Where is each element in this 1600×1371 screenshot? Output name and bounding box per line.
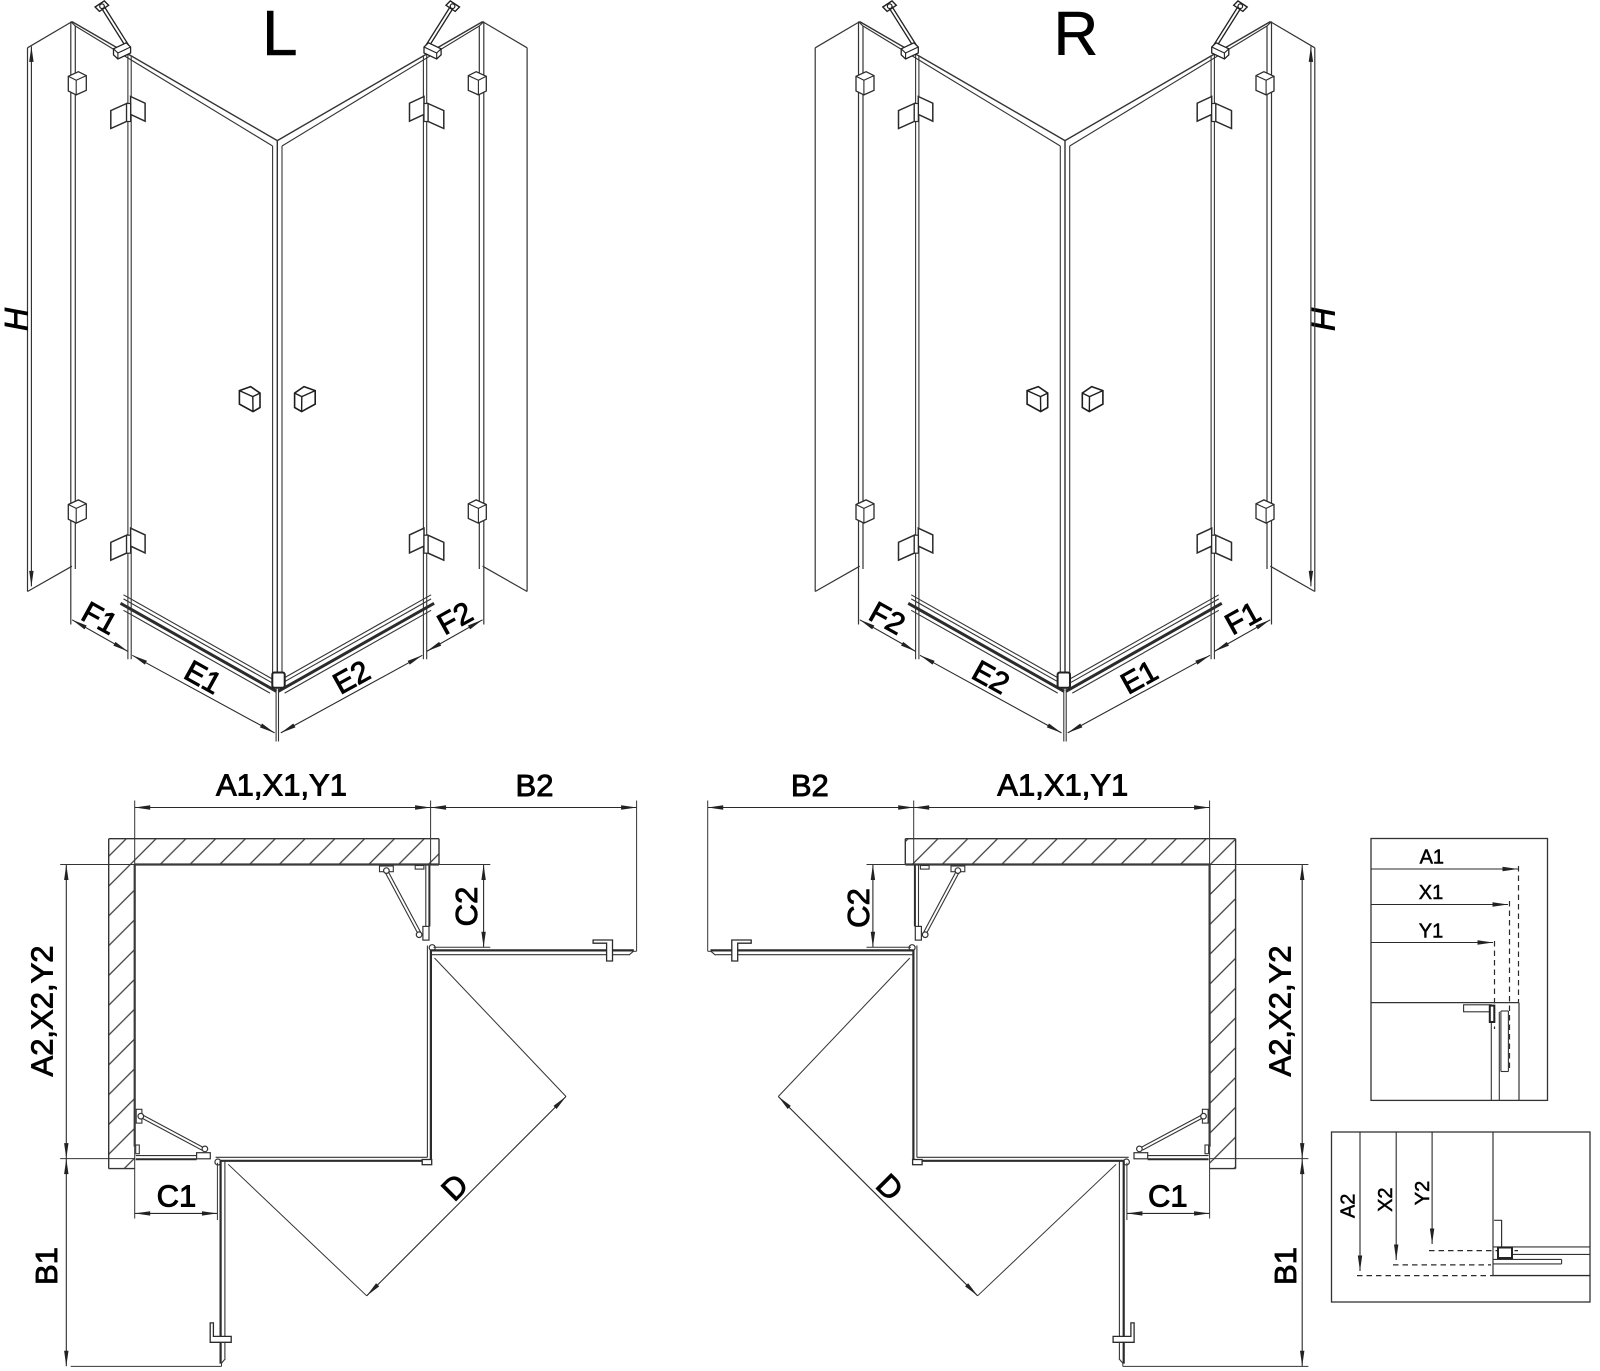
svg-text:A2,X2,Y2: A2,X2,Y2	[25, 946, 60, 1077]
svg-text:A1: A1	[1420, 847, 1444, 869]
svg-text:B2: B2	[791, 768, 829, 803]
svg-text:C2: C2	[841, 888, 876, 928]
svg-text:C1: C1	[1148, 1179, 1188, 1214]
svg-text:C1: C1	[157, 1179, 197, 1214]
svg-text:H: H	[0, 307, 35, 331]
svg-text:A2,X2,Y2: A2,X2,Y2	[1263, 946, 1298, 1077]
svg-text:B1: B1	[29, 1247, 64, 1285]
svg-text:X1: X1	[1419, 882, 1443, 904]
svg-text:A1,X1,Y1: A1,X1,Y1	[216, 768, 347, 803]
svg-text:B1: B1	[1268, 1247, 1303, 1285]
svg-text:A1,X1,Y1: A1,X1,Y1	[997, 768, 1128, 803]
svg-text:L: L	[262, 0, 298, 69]
svg-text:B2: B2	[516, 768, 554, 803]
svg-text:Y1: Y1	[1419, 921, 1443, 943]
svg-text:A2: A2	[1337, 1194, 1359, 1218]
svg-text:C2: C2	[449, 887, 484, 927]
svg-text:X2: X2	[1375, 1187, 1397, 1211]
svg-text:Y2: Y2	[1412, 1181, 1434, 1205]
svg-text:R: R	[1054, 0, 1099, 69]
